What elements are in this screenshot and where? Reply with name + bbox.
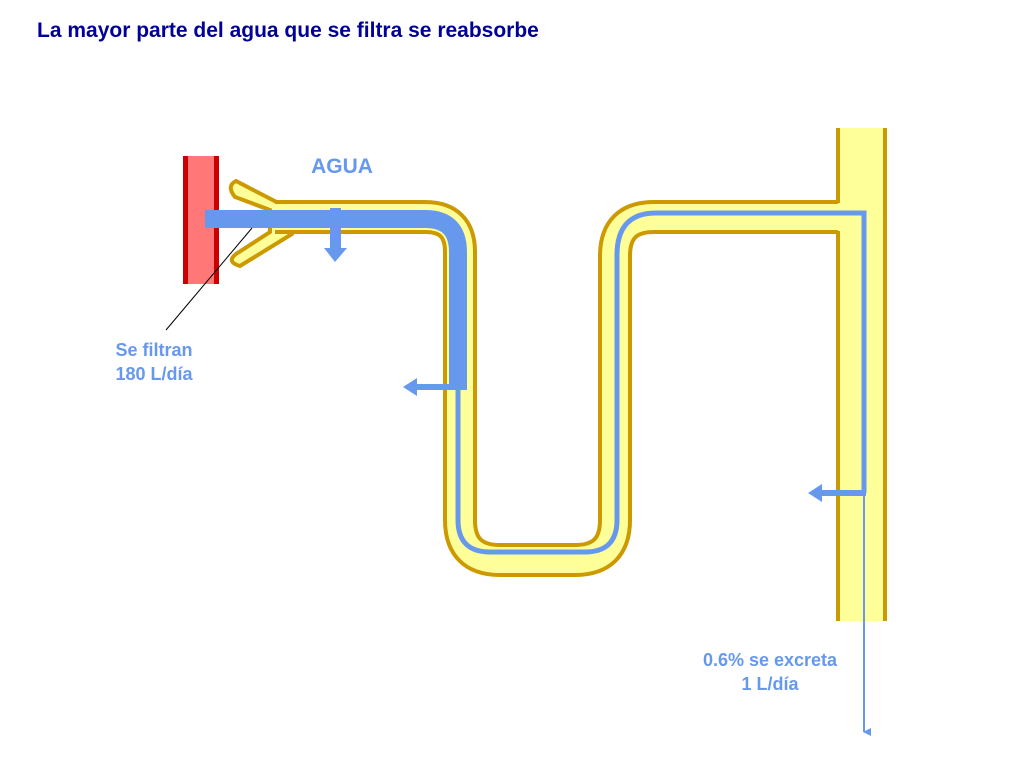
filtration-label-line2: 180 L/día <box>115 364 193 384</box>
excretion-label-line2: 1 L/día <box>741 674 799 694</box>
slide-title: La mayor parte del agua que se filtra se… <box>37 19 539 42</box>
excretion-label-line1: 0.6% se excreta <box>702 650 838 670</box>
filtration-label: Se filtran 180 L/día <box>92 338 216 386</box>
water-flow-line <box>455 210 867 555</box>
renal-tubule <box>275 200 862 577</box>
filtered-water-flow <box>205 210 467 390</box>
excretion-label: 0.6% se excreta 1 L/día <box>680 648 860 696</box>
filtration-leader-line <box>165 227 253 331</box>
filtration-label-line1: Se filtran <box>115 340 193 360</box>
water-label: AGUA <box>311 155 373 178</box>
reabsorption-arrow-3 <box>808 484 866 502</box>
reabsorption-arrow-2 <box>403 378 464 396</box>
reabsorption-arrow-1 <box>324 208 347 262</box>
